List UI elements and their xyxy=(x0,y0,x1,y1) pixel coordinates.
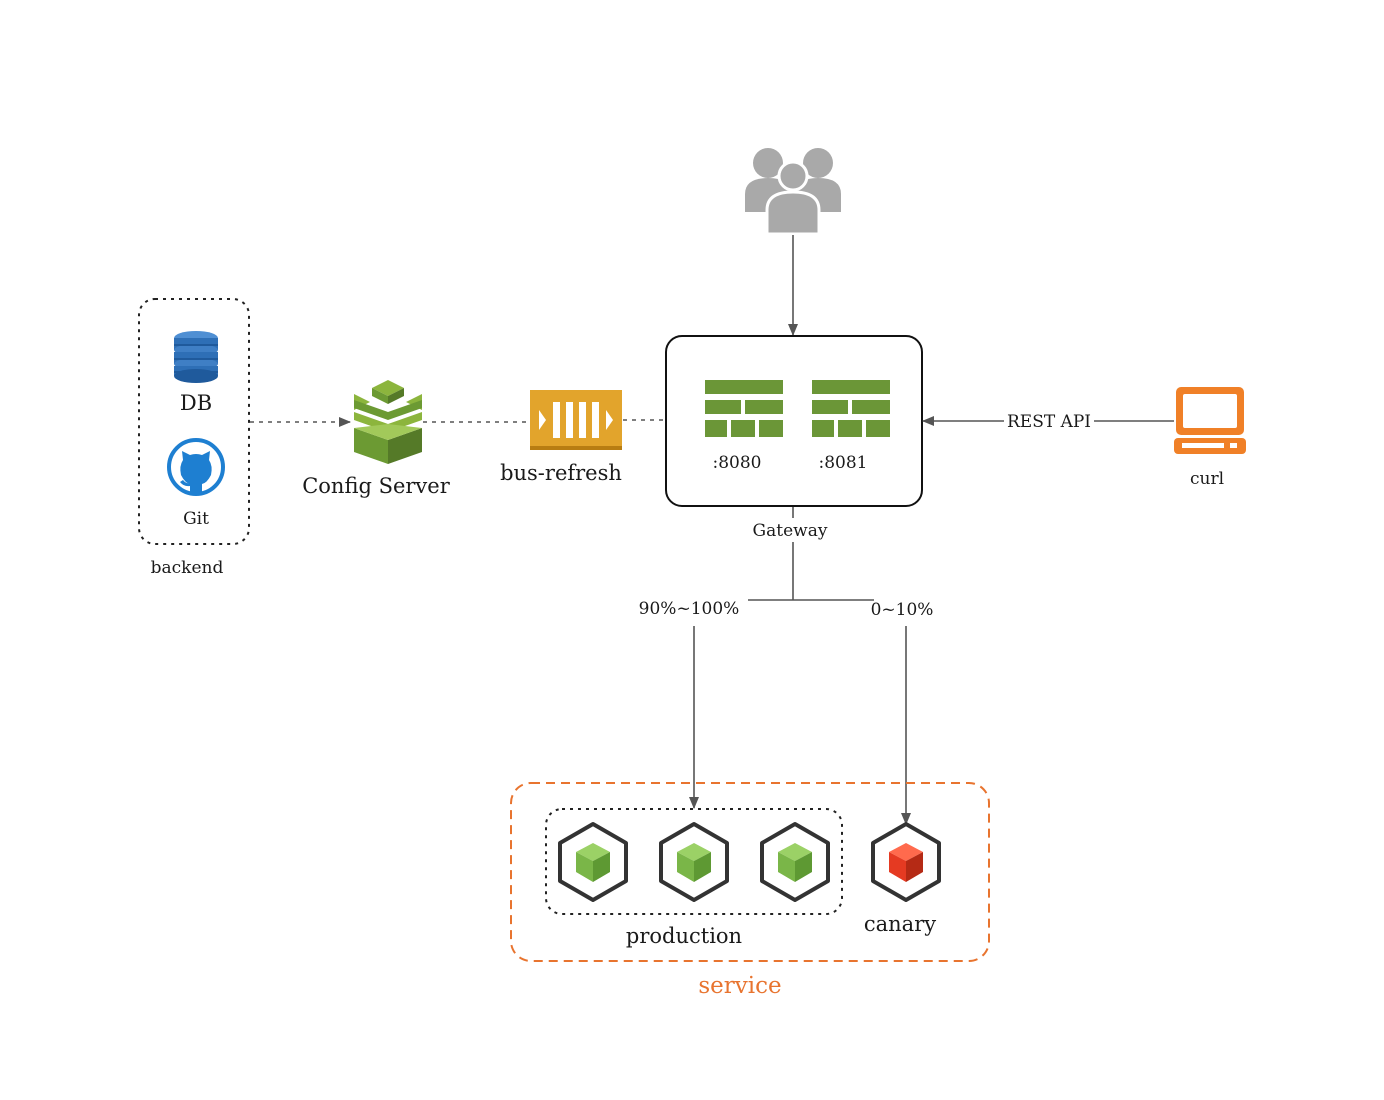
service-group-box xyxy=(510,782,990,962)
git-label: Git xyxy=(183,509,209,529)
firewall-icon-8080 xyxy=(705,380,783,437)
bus-refresh-icon xyxy=(530,390,622,450)
node-icon-production-3 xyxy=(760,822,830,902)
gateway-port-8080: :8080 xyxy=(713,453,762,473)
firewall-icon-8081 xyxy=(812,380,890,437)
production-label: production xyxy=(626,924,742,948)
bus-refresh-label: bus-refresh xyxy=(500,461,622,485)
db-icon xyxy=(174,331,218,383)
gateway-title: Gateway xyxy=(753,521,828,541)
rest-api-label: REST API xyxy=(1007,412,1091,432)
canary-share-label: 0~10% xyxy=(871,600,934,620)
config-server-label: Config Server xyxy=(302,474,451,498)
node-icon-production-2 xyxy=(659,822,729,902)
rest-api-backdrop xyxy=(1004,409,1094,433)
node-icon-canary xyxy=(871,822,941,902)
node-icon-production-1 xyxy=(558,822,628,902)
users-icon xyxy=(745,148,841,236)
backend-group-box xyxy=(138,298,250,545)
config-server-icon xyxy=(354,380,422,464)
git-icon xyxy=(167,438,225,496)
db-label: DB xyxy=(180,391,212,415)
backend-title: backend xyxy=(151,558,224,578)
terminal-icon xyxy=(1174,387,1246,454)
service-title: service xyxy=(698,973,781,999)
canary-label: canary xyxy=(864,912,936,936)
gateway-title-backdrop xyxy=(750,518,830,542)
production-group-box xyxy=(545,808,843,915)
production-share-label: 90%~100% xyxy=(639,599,740,619)
gateway-port-8081: :8081 xyxy=(819,453,868,473)
curl-label: curl xyxy=(1190,469,1224,489)
